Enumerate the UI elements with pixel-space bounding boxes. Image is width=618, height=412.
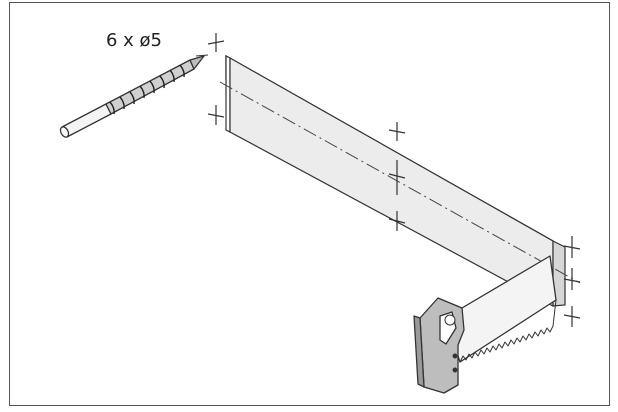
drill-bit-icon	[59, 54, 209, 138]
diagram-frame	[9, 2, 610, 406]
hole-markers	[207, 33, 581, 327]
center-line	[219, 81, 581, 284]
hand-saw-icon	[413, 255, 557, 394]
drill-quantity-label: 6 x ø5	[106, 30, 162, 51]
board-panel	[225, 54, 566, 308]
